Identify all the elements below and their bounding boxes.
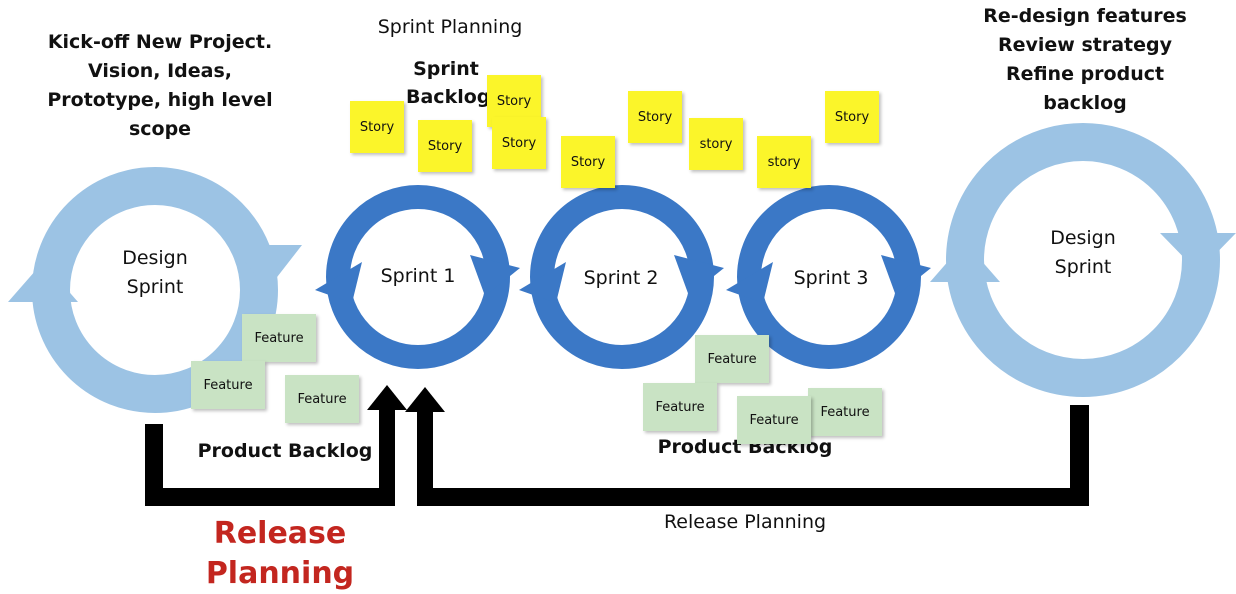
up-arrow-icon <box>405 387 445 412</box>
story-note: story <box>757 136 811 188</box>
loop-label-line: Sprint <box>126 276 184 298</box>
loop-arrowhead-icon <box>315 262 362 303</box>
story-note: Story <box>628 91 682 143</box>
redesign-line: Review strategy <box>997 34 1172 56</box>
sprint-backlog-label: Sprint Backlog <box>406 55 491 111</box>
feature-note: Feature <box>695 335 769 383</box>
release-planning-red-label: Release Planning <box>205 516 355 591</box>
sprint2-loop <box>519 185 724 369</box>
loop-label-line: Design <box>1050 227 1116 249</box>
agile-cycle-diagram <box>8 123 1236 506</box>
sprint-backlog-line: Backlog <box>406 86 491 108</box>
story-note: Story <box>492 117 546 169</box>
design-loop-left <box>8 167 302 413</box>
up-arrow-icon <box>367 385 407 410</box>
loop-arrowhead-icon <box>881 255 931 296</box>
redesign-heading: Re-design features Review strategy Refin… <box>960 2 1210 118</box>
feature-note: Feature <box>643 383 717 431</box>
loop-arrowhead-icon <box>8 262 78 302</box>
sprint1-loop <box>315 185 520 369</box>
connector-bar <box>1070 405 1089 506</box>
design-sprint-left-label: Design Sprint <box>105 244 205 302</box>
redesign-line: backlog <box>1043 92 1127 114</box>
kickoff-heading: Kick-off New Project. Vision, Ideas, Pro… <box>30 28 290 144</box>
story-note: story <box>689 118 743 170</box>
story-note: Story <box>561 136 615 188</box>
connector-bar <box>417 410 433 506</box>
connector-bar <box>417 488 1089 506</box>
loop-label-line: Sprint <box>1054 256 1112 278</box>
sprint-backlog-line: Sprint <box>413 58 479 80</box>
sprint1-label: Sprint 1 <box>380 265 456 287</box>
story-note: Story <box>350 101 404 153</box>
loop-label-line: Design <box>122 247 188 269</box>
feature-note: Feature <box>737 396 811 444</box>
loop-arrowhead-icon <box>726 262 773 303</box>
redesign-line: Refine product <box>1005 63 1165 85</box>
feature-note: Feature <box>242 314 316 362</box>
feature-note: Feature <box>285 375 359 423</box>
feature-note: Feature <box>808 388 882 436</box>
release-connectors <box>145 385 1089 506</box>
sprint-planning-label: Sprint Planning <box>377 16 523 38</box>
sprint3-label: Sprint 3 <box>793 267 869 289</box>
connector-bar <box>145 488 395 506</box>
loop-arrowhead-icon <box>1160 233 1236 272</box>
feature-note: Feature <box>191 361 265 409</box>
loop-arrowhead-icon <box>232 245 302 290</box>
loop-arrowhead-icon <box>674 255 724 296</box>
connector-bar <box>379 408 395 506</box>
sprint2-label: Sprint 2 <box>583 267 659 289</box>
kickoff-line: Kick-off New Project. <box>47 31 273 53</box>
loop-arrowhead-icon <box>930 242 1000 282</box>
release-planning-label: Release Planning <box>663 511 827 533</box>
loop-arrowhead-icon <box>519 262 566 303</box>
product-backlog-label-left: Product Backlog <box>197 440 373 462</box>
story-note: Story <box>825 91 879 143</box>
design-loop-right <box>930 123 1236 397</box>
sprint3-loop <box>726 185 931 369</box>
design-sprint-right-label: Design Sprint <box>1033 224 1133 282</box>
story-note: Story <box>418 120 472 172</box>
kickoff-line: Prototype, high level <box>47 89 273 111</box>
kickoff-line: scope <box>128 118 192 140</box>
kickoff-line: Vision, Ideas, <box>87 60 233 82</box>
connector-bar <box>145 424 163 506</box>
loop-arrowhead-icon <box>470 255 520 296</box>
redesign-line: Re-design features <box>983 5 1187 27</box>
